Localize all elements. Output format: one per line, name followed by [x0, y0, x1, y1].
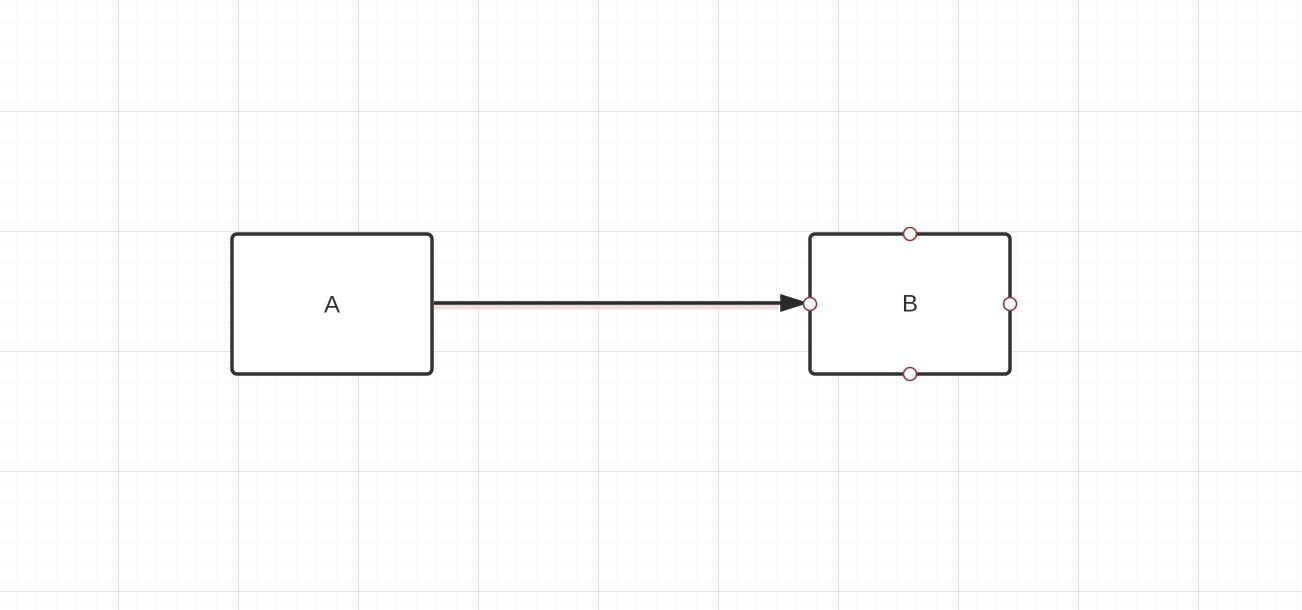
node-b-label: B — [902, 290, 918, 317]
node-b[interactable]: B — [802, 226, 1018, 382]
connection-handle-left-icon[interactable] — [802, 296, 818, 312]
node-a[interactable]: A — [230, 232, 434, 376]
connection-handle-right-icon[interactable] — [1002, 296, 1018, 312]
connection-handle-bottom-icon[interactable] — [902, 366, 918, 382]
connection-handle-top-icon[interactable] — [902, 226, 918, 242]
node-a-label: A — [324, 291, 340, 318]
arrowhead-icon — [780, 293, 809, 313]
edge-a-to-b[interactable] — [434, 293, 809, 313]
node-a-box[interactable] — [230, 232, 434, 376]
